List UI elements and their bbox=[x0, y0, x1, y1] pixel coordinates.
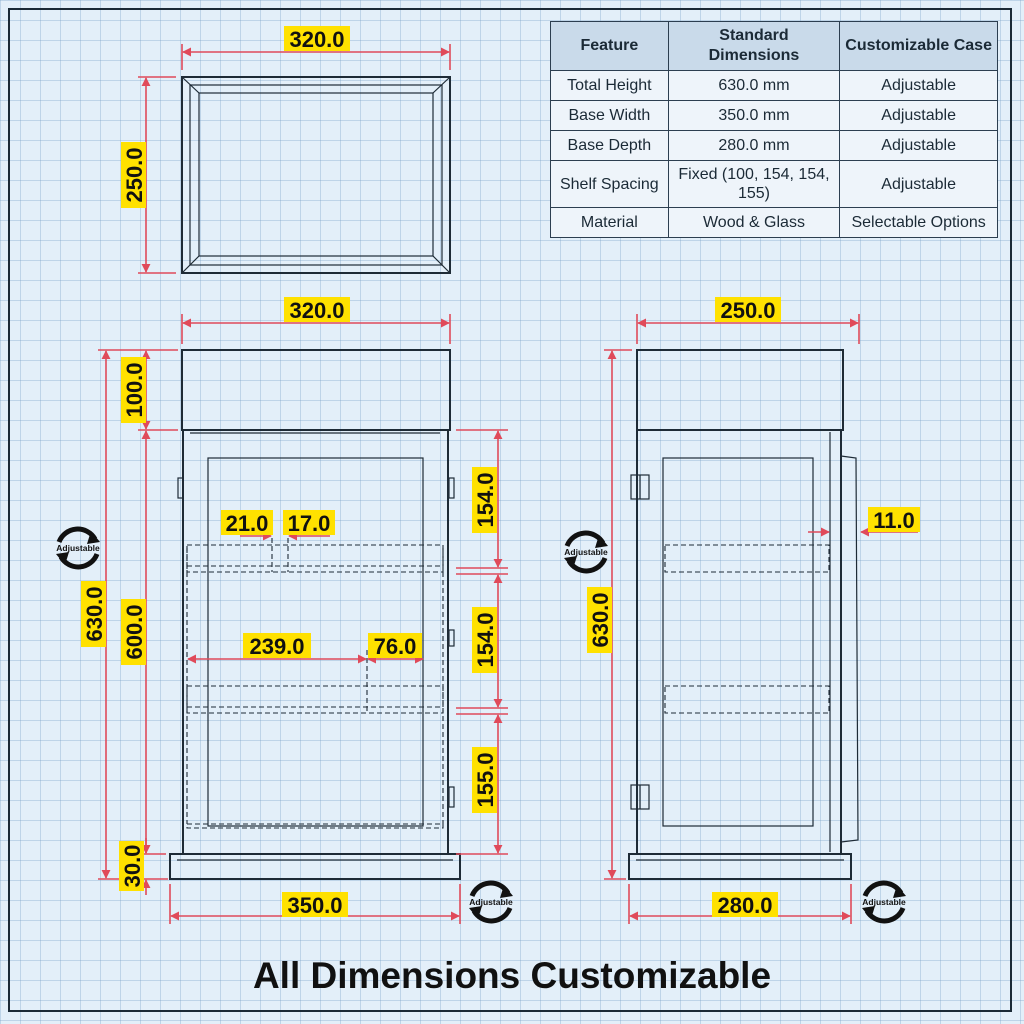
side-top-depth-label: 250.0 bbox=[720, 298, 775, 323]
table-header-customizable: Customizable Case bbox=[839, 21, 998, 71]
shelf-spacing-3-label: 155.0 bbox=[473, 752, 498, 807]
adjustable-badge-side-bottom: Adjustable bbox=[862, 880, 906, 924]
shelf-spacing-1-label: 154.0 bbox=[473, 472, 498, 527]
side-back-panel bbox=[840, 455, 859, 843]
table-cell: Adjustable bbox=[839, 100, 998, 131]
top-view-inner-frame bbox=[198, 92, 434, 257]
side-glass-panel bbox=[662, 457, 814, 827]
side-shelf-upper bbox=[664, 544, 830, 573]
side-body bbox=[636, 429, 842, 855]
table-header-row: Feature Standard Dimensions Customizable… bbox=[550, 21, 998, 71]
table-row: Base Depth 280.0 mm Adjustable bbox=[550, 130, 998, 161]
spec-table: Feature Standard Dimensions Customizable… bbox=[550, 21, 998, 238]
front-shelf-upper bbox=[186, 544, 444, 573]
table-cell: 630.0 mm bbox=[667, 70, 841, 101]
table-cell: Adjustable bbox=[839, 70, 998, 101]
side-base bbox=[628, 853, 852, 880]
table-cell: Adjustable bbox=[839, 130, 998, 161]
adjustable-badge-text: Adjustable bbox=[469, 897, 513, 907]
top-view-outer-frame bbox=[181, 76, 451, 274]
front-top-width-label: 320.0 bbox=[289, 298, 344, 323]
front-hinge-right-top bbox=[448, 477, 455, 499]
adjustable-badge-text: Adjustable bbox=[862, 897, 906, 907]
table-row: Shelf Spacing Fixed (100, 154, 154, 155)… bbox=[550, 160, 998, 208]
side-shelf-lower bbox=[664, 685, 830, 714]
front-shelf-lower bbox=[186, 685, 444, 714]
top-view-mid-frame bbox=[189, 84, 443, 266]
table-row: Base Width 350.0 mm Adjustable bbox=[550, 100, 998, 131]
top-view: 320.0 250.0 bbox=[121, 26, 451, 274]
table-row: Material Wood & Glass Selectable Options bbox=[550, 207, 998, 238]
side-total-height-label: 630.0 bbox=[588, 592, 613, 647]
side-base-depth-label: 280.0 bbox=[717, 893, 772, 918]
front-hinge-right-bottom bbox=[448, 786, 455, 808]
front-view: 320.0 350.0 630.0 600.0 100.0 bbox=[81, 297, 508, 924]
adjustable-badge-front-left: Adjustable bbox=[56, 526, 100, 570]
table-cell: 350.0 mm bbox=[667, 100, 841, 131]
table-cell: Adjustable bbox=[839, 160, 998, 208]
table-row: Total Height 630.0 mm Adjustable bbox=[550, 70, 998, 101]
front-crown bbox=[181, 349, 451, 431]
table-cell: Base Depth bbox=[550, 130, 669, 161]
lower-inset-label-a: 239.0 bbox=[249, 634, 304, 659]
table-cell: Total Height bbox=[550, 70, 669, 101]
side-panel-offset-label: 11.0 bbox=[873, 508, 915, 533]
table-header-standard: Standard Dimensions bbox=[667, 21, 841, 71]
front-body-height-label: 600.0 bbox=[122, 604, 147, 659]
front-lock-right bbox=[448, 629, 455, 647]
adjustable-badge-text: Adjustable bbox=[564, 547, 608, 557]
front-base-height-label: 30.0 bbox=[120, 845, 145, 888]
lower-inset-label-b: 76.0 bbox=[374, 634, 417, 659]
table-header-feature: Feature bbox=[550, 21, 669, 71]
adjustable-badge-side-left: Adjustable bbox=[564, 530, 608, 574]
side-crown bbox=[636, 349, 844, 431]
table-cell: Base Width bbox=[550, 100, 669, 131]
top-width-label: 320.0 bbox=[289, 27, 344, 52]
table-cell: Wood & Glass bbox=[667, 207, 841, 238]
adjustable-badge-front-bottom: Adjustable bbox=[469, 880, 513, 924]
table-cell: Fixed (100, 154, 154, 155) bbox=[667, 160, 841, 208]
adjustable-badge-text: Adjustable bbox=[56, 543, 100, 553]
front-hinge-left-top bbox=[177, 477, 184, 499]
shelf-spacing-2-label: 154.0 bbox=[473, 612, 498, 667]
table-cell: Shelf Spacing bbox=[550, 160, 669, 208]
table-cell: 280.0 mm bbox=[667, 130, 841, 161]
upper-inset-label-b: 17.0 bbox=[288, 511, 331, 536]
upper-inset-label-a: 21.0 bbox=[226, 511, 269, 536]
front-total-height-label: 630.0 bbox=[82, 586, 107, 641]
footer-title: All Dimensions Customizable bbox=[252, 955, 772, 996]
front-glass-panel bbox=[207, 457, 424, 827]
front-base bbox=[169, 853, 461, 880]
front-base-width-label: 350.0 bbox=[287, 893, 342, 918]
table-cell: Selectable Options bbox=[839, 207, 998, 238]
table-cell: Material bbox=[550, 207, 669, 238]
side-view: 250.0 280.0 630.0 11.0 bbox=[587, 297, 920, 924]
top-depth-label: 250.0 bbox=[122, 147, 147, 202]
front-crown-height-label: 100.0 bbox=[122, 362, 147, 417]
